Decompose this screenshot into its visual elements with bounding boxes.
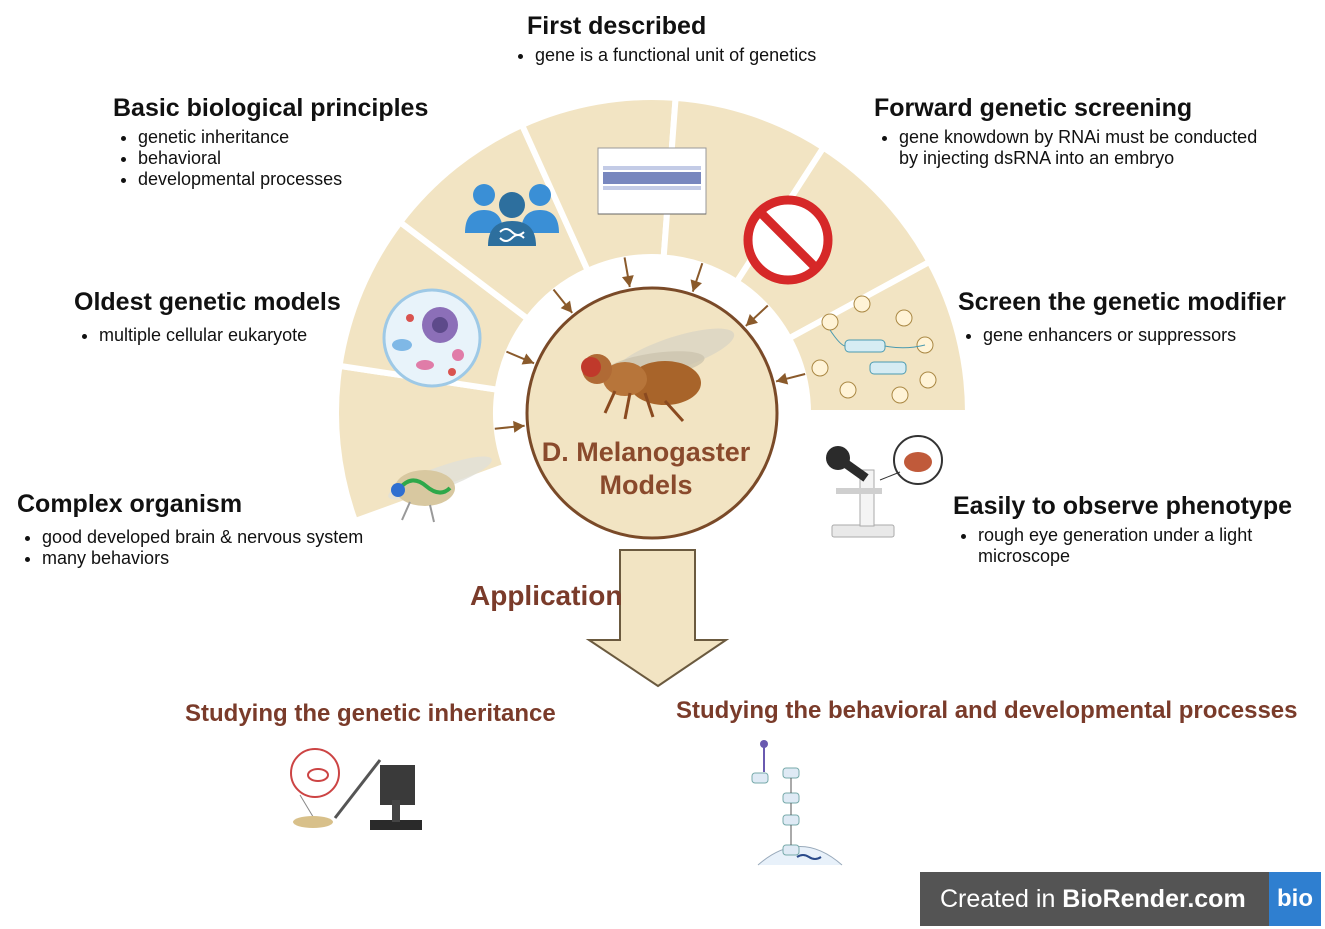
section-bullets: gene knowdown by RNAi must be conducted … <box>874 127 1257 169</box>
biorender-logo-icon: bio <box>1269 872 1321 926</box>
arrow-head <box>513 420 525 433</box>
section-bullets: good developed brain & nervous system ma… <box>17 527 363 569</box>
biorender-brand: BioRender.com <box>1062 884 1246 913</box>
section-heading: First described <box>527 12 707 40</box>
prohibited-icon <box>743 195 833 285</box>
section-heading: Complex organism <box>17 490 243 518</box>
inward-arrows <box>494 257 806 433</box>
application-arrow <box>585 549 730 688</box>
arrow-head <box>621 275 634 287</box>
arrow-head <box>560 300 573 313</box>
fan-segments <box>333 94 972 525</box>
application-label: Application <box>470 580 623 611</box>
people-dna-icon <box>465 184 559 246</box>
injection-rig-icon <box>290 748 422 830</box>
arrow-head <box>690 279 702 292</box>
gene-network-icon <box>811 295 937 404</box>
section-forward-screening: Forward genetic screening gene knowdown … <box>874 94 1257 169</box>
bullet-item: behavioral <box>138 148 428 169</box>
section-phenotype: Easily to observe phenotype rough eye ge… <box>953 492 1292 567</box>
study-behavioral-developmental: Studying the behavioral and developmenta… <box>676 697 1298 724</box>
gel-plot-icon <box>597 147 707 215</box>
bullet-item: multiple cellular eukaryote <box>99 325 341 346</box>
bullet-item: developmental processes <box>138 169 428 190</box>
fruit-fly-icon <box>581 328 735 423</box>
bullet-item: gene is a functional unit of genetics <box>535 45 816 66</box>
bullet-item: microscope <box>978 546 1071 566</box>
section-bullets: rough eye generation under a light micro… <box>953 525 1292 567</box>
bullet-item: good developed brain & nervous system <box>42 527 363 548</box>
arrow-head <box>776 372 789 385</box>
bullet-item: gene knowdown by RNAi must be conducted <box>899 127 1257 148</box>
section-bullets: gene enhancers or suppressors <box>958 325 1286 346</box>
study-genetic-inheritance: Studying the genetic inheritance <box>185 700 556 727</box>
section-basic-principles: Basic biological principles genetic inhe… <box>113 94 428 190</box>
section-heading: Easily to observe phenotype <box>953 492 1292 520</box>
microscope-icon <box>826 435 943 538</box>
section-heading: Screen the genetic modifier <box>958 288 1286 316</box>
section-complex-organism: Complex organism good developed brain & … <box>17 490 363 569</box>
arrow-head <box>745 314 758 326</box>
biorender-badge[interactable]: Created in BioRender.com bio <box>920 872 1321 926</box>
arrow-head <box>521 353 535 365</box>
bullet-item: rough eye generation under a light <box>978 525 1292 546</box>
section-oldest-models: Oldest genetic models multiple cellular … <box>74 288 341 346</box>
bullet-item: many behaviors <box>42 548 363 569</box>
section-first-described: First described gene is a functional uni… <box>527 12 816 66</box>
section-heading: Oldest genetic models <box>74 288 341 316</box>
section-bullets: gene is a functional unit of genetics <box>510 45 816 66</box>
bullet-item: genetic inheritance <box>138 127 428 148</box>
center-title-line1: D. Melanogaster <box>541 437 751 467</box>
section-bullets: genetic inheritance behavioral developme… <box>113 127 428 190</box>
bullet-item: by injecting dsRNA into an embryo <box>899 148 1175 168</box>
biorender-text: Created in BioRender.com <box>920 885 1269 914</box>
bullet-item: gene enhancers or suppressors <box>983 325 1286 346</box>
section-heading: Basic biological principles <box>113 94 429 122</box>
cell-icon <box>382 288 482 388</box>
section-modifier-screen: Screen the genetic modifier gene enhance… <box>958 288 1286 346</box>
created-in-text: Created in <box>940 884 1063 913</box>
center-title-line2: Models <box>599 470 693 500</box>
fly-anatomy-icon <box>388 456 492 523</box>
section-heading: Forward genetic screening <box>874 94 1193 122</box>
section-bullets: multiple cellular eukaryote <box>74 325 341 346</box>
center-title: D. Melanogaster Models <box>528 436 764 502</box>
signaling-pathway-icon <box>751 740 843 866</box>
